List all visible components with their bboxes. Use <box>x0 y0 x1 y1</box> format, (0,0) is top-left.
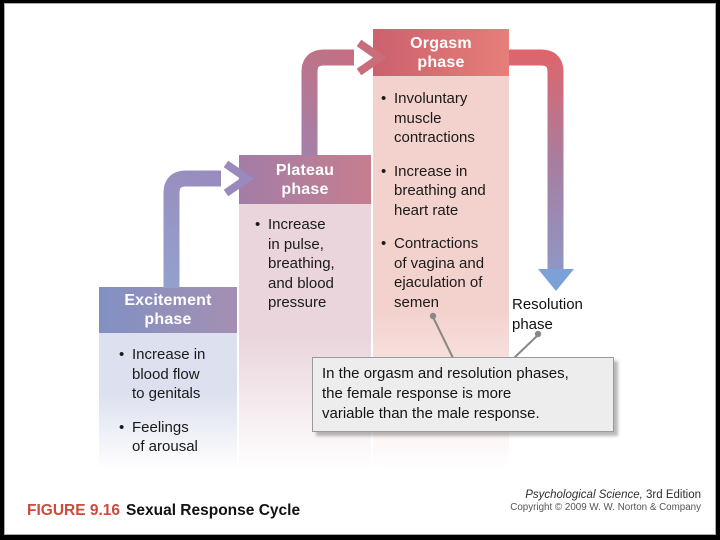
bullet-text: Increase in breathing and heart rate <box>394 162 486 219</box>
list-item: • Increase in blood flow to genitals <box>119 345 235 404</box>
orgasm-phase-header: Orgasm phase <box>373 29 509 76</box>
book-title: Psychological Science, <box>525 489 643 501</box>
list-item: • Involuntary muscle contractions <box>381 89 507 148</box>
bullet-icon: • <box>381 90 387 107</box>
excitement-phase-header: Excitement phase <box>99 287 237 333</box>
book-credit: Psychological Science, 3rd Edition <box>510 489 701 502</box>
list-item: • Increase in breathing and heart rate <box>381 162 507 221</box>
callout-note: In the orgasm and resolution phases, the… <box>312 357 614 432</box>
bullet-icon: • <box>119 346 125 363</box>
figure-title: Sexual Response Cycle <box>126 502 301 519</box>
resolution-phase-label: Resolution phase <box>512 296 583 333</box>
bullet-text: Involuntary muscle contractions <box>394 90 475 146</box>
bullet-text: Increase in pulse, breathing, and blood … <box>268 216 335 311</box>
bullet-text: Feelings of arousal <box>132 418 198 456</box>
figure-caption: FIGURE 9.16 Sexual Response Cycle <box>27 502 300 520</box>
excitement-phase-body: • Increase in blood flow to genitals • F… <box>99 333 237 470</box>
bullet-icon: • <box>255 216 261 233</box>
list-item: • Increase in pulse, breathing, and bloo… <box>255 215 369 313</box>
bullet-icon: • <box>381 235 387 252</box>
bullet-text: Increase in blood flow to genitals <box>132 346 206 402</box>
list-item: • Contractions of vagina and ejaculation… <box>381 234 507 312</box>
bullet-text: Contractions of vagina and ejaculation o… <box>394 235 485 311</box>
excitement-phase-box: Excitement phase • Increase in blood flo… <box>99 287 237 470</box>
credits-block: Psychological Science, 3rd Edition Copyr… <box>510 489 701 514</box>
bullet-icon: • <box>119 418 125 436</box>
plateau-phase-header: Plateau phase <box>239 155 371 204</box>
copyright-line: Copyright © 2009 W. W. Norton & Company <box>510 502 701 513</box>
figure-number: FIGURE 9.16 <box>27 502 121 519</box>
list-item: • Feelings of arousal <box>119 418 235 457</box>
bullet-icon: • <box>381 162 387 180</box>
book-edition: 3rd Edition <box>642 489 701 501</box>
